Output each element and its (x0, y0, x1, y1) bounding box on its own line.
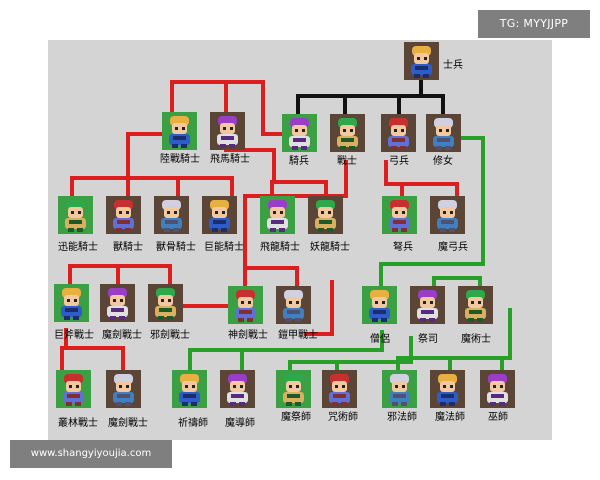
forest-warrior-portrait-icon (56, 370, 91, 408)
node-label: 魔劍戰士 (108, 418, 148, 429)
curse-master-portrait-icon (322, 370, 357, 408)
mage-portrait-icon (430, 370, 465, 408)
node-label: 神劍戰士 (228, 330, 268, 341)
node-label: 妖龍騎士 (310, 242, 350, 253)
armored-warrior-portrait-icon (276, 286, 311, 324)
node-label: 祈禱師 (178, 418, 208, 429)
node-label: 邪法師 (387, 412, 417, 423)
node-label: 陸戰騎士 (160, 154, 200, 165)
node-label: 迅能騎士 (58, 242, 98, 253)
node-label: 魔劍戰士 (102, 330, 142, 341)
giant-knight-portrait-icon (202, 196, 237, 234)
node-label: 弩兵 (393, 242, 413, 253)
node-label: 魔術士 (461, 334, 491, 345)
node-label: 魔法師 (435, 412, 465, 423)
raid-knight-portrait-icon (58, 196, 93, 234)
giant-axe-warrior-portrait-icon (54, 284, 89, 322)
node-label: 巨斧戰士 (54, 330, 94, 341)
node-label: 戰士 (337, 156, 357, 167)
node-label: 獸騎士 (113, 242, 143, 253)
cavalry-portrait-icon (282, 114, 317, 152)
shaman-portrait-icon (480, 370, 515, 408)
guide-master-portrait-icon (220, 370, 255, 408)
node-label: 弓兵 (389, 156, 409, 167)
nun-portrait-icon (426, 114, 461, 152)
node-label: 飛馬騎士 (210, 154, 250, 165)
magic-archer-portrait-icon (430, 196, 465, 234)
demon-dragon-knight-portrait-icon (308, 196, 343, 234)
node-label: 祭司 (418, 334, 438, 345)
node-label: 鎧甲戰士 (278, 330, 318, 341)
node-label: 士兵 (443, 60, 463, 71)
node-label: 飛龍騎士 (260, 242, 300, 253)
node-label: 獸骨騎士 (156, 242, 196, 253)
warrior-portrait-icon (330, 114, 365, 152)
magic-knight-portrait-icon (106, 370, 141, 408)
node-label: 叢林戰士 (58, 418, 98, 429)
land-knight-portrait-icon (162, 112, 197, 150)
watermark-badge: TG: MYYJJPP (478, 10, 590, 38)
prayer-master-portrait-icon (172, 370, 207, 408)
beast-bone-knight-portrait-icon (154, 196, 189, 234)
class-tree-diagram: 士兵 騎兵 戰士 弓兵 修女 陸戰騎士 飛馬騎士 迅能騎士 獸騎士 獸骨騎士 (48, 40, 552, 440)
divine-sword-warrior-portrait-icon (228, 286, 263, 324)
node-label: 咒術師 (328, 412, 358, 423)
node-label: 魔弓兵 (438, 242, 468, 253)
ritual-master-portrait-icon (276, 370, 311, 408)
node-label: 騎兵 (289, 156, 309, 167)
magic-sword-warrior-portrait-icon (100, 284, 135, 322)
site-url-watermark: www.shangyiyoujia.com (10, 440, 172, 468)
soldier-portrait-icon (404, 42, 439, 80)
node-label: 僧侶 (370, 334, 390, 345)
dragon-knight-portrait-icon (260, 196, 295, 234)
node-label: 巫師 (488, 412, 508, 423)
node-label: 魔祭師 (281, 412, 311, 423)
node-label: 魔導師 (225, 418, 255, 429)
priest-portrait-icon (410, 286, 445, 324)
crossbow-portrait-icon (382, 196, 417, 234)
archer-portrait-icon (381, 114, 416, 152)
evil-sword-warrior-portrait-icon (148, 284, 183, 322)
node-label: 邪劍戰士 (150, 330, 190, 341)
pegasus-knight-portrait-icon (210, 112, 245, 150)
monk-portrait-icon (362, 286, 397, 324)
magician-portrait-icon (458, 286, 493, 324)
node-label: 巨能騎士 (204, 242, 244, 253)
node-label: 修女 (433, 156, 453, 167)
evil-mage-portrait-icon (382, 370, 417, 408)
beast-knight-portrait-icon (106, 196, 141, 234)
